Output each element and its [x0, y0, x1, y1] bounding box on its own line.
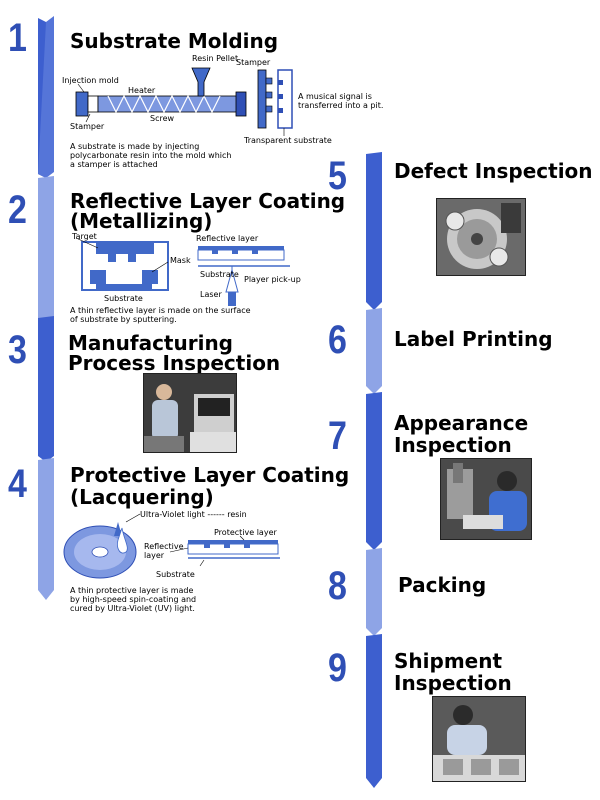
step-7-number: 7 — [328, 414, 347, 458]
step-4-caption-line: by high-speed spin-coating and — [70, 595, 197, 604]
reflective-label: Reflective — [144, 542, 184, 551]
step-9-title-line-1: Shipment — [394, 649, 503, 673]
step-5-number: 5 — [328, 154, 347, 198]
step-8-number: 8 — [328, 564, 347, 608]
layer-label: layer — [144, 551, 165, 560]
step-9-title-line-2: Inspection — [394, 671, 512, 695]
inspection-machine-photo — [436, 198, 526, 276]
step-1-number: 1 — [8, 16, 27, 60]
step-2-number: 2 — [8, 188, 27, 232]
lacquer-substrate-label: Substrate — [156, 570, 195, 579]
step-2-caption-line: A thin reflective layer is made on the s… — [70, 306, 251, 315]
player-pickup-label: Player pick-up — [244, 275, 301, 284]
uv-light-label: Ultra-Violet light ------ resin — [140, 510, 247, 519]
step-1-caption-line: polycarbonate resin into the mold which — [70, 151, 232, 160]
shipment-check-photo — [432, 696, 526, 782]
protective-layer-label: Protective layer — [214, 528, 277, 537]
musical-signal-label-1: A musical signal is — [298, 92, 372, 101]
step-7-title-line-1: Appearance — [394, 411, 529, 435]
step-8-title: Packing — [398, 573, 487, 597]
reflective-layer-label: Reflective layer — [196, 234, 259, 243]
musical-signal-label-2: transferred into a pit. — [298, 101, 384, 110]
step-2-title-line-1: Reflective Layer Coating — [70, 189, 346, 213]
step-6-title: Label Printing — [394, 327, 553, 351]
operator-at-terminal-photo — [143, 373, 237, 453]
resin-pellet-label: Resin Pellet — [192, 54, 239, 63]
step-3-title-line-1: Manufacturing — [68, 331, 233, 355]
step-3-title-line-2: Process Inspection — [68, 351, 281, 375]
step-1-caption: A substrate is made by injecting polycar… — [70, 142, 231, 169]
step-4-caption: A thin protective layer is made by high-… — [70, 586, 196, 613]
step-3-number: 3 — [8, 328, 27, 372]
step-1-title: Substrate Molding — [70, 29, 279, 53]
step-4-number: 4 — [8, 462, 27, 506]
step-7-title-line-2: Inspection — [394, 433, 512, 457]
laser-label: Laser — [200, 290, 222, 299]
substrate-right-label: Substrate — [200, 270, 239, 279]
step-4-title-line-1: Protective Layer Coating — [70, 463, 350, 487]
heater-label: Heater — [128, 86, 156, 95]
mask-label: Mask — [170, 256, 191, 265]
injection-mold-label: Injection mold — [62, 76, 119, 85]
step-6-number: 6 — [328, 318, 347, 362]
step-2-caption-line: of substrate by sputtering. — [70, 315, 177, 324]
step-1-caption-line: A substrate is made by injecting — [70, 142, 200, 151]
step-1-caption-line: a stamper is attached — [70, 160, 158, 169]
screw-label: Screw — [150, 114, 175, 123]
step-4-caption-line: cured by Ultra-Violet (UV) light. — [70, 604, 195, 613]
stamper-left-label: Stamper — [70, 122, 105, 131]
step-4-caption-line: A thin protective layer is made — [70, 586, 194, 595]
step-5-title: Defect Inspection — [394, 159, 593, 183]
stamper-top-label: Stamper — [236, 58, 271, 67]
step-2-title-line-2: (Metallizing) — [70, 209, 213, 233]
step-9-number: 9 — [328, 646, 347, 690]
inspector-at-microscope-photo — [440, 458, 532, 540]
transparent-substrate-label: Transparent substrate — [244, 136, 332, 145]
step-4-title-line-2: (Lacquering) — [70, 485, 214, 509]
target-label: Target — [72, 232, 97, 241]
substrate-bottom-label: Substrate — [104, 294, 143, 303]
step-2-caption: A thin reflective layer is made on the s… — [70, 306, 251, 324]
